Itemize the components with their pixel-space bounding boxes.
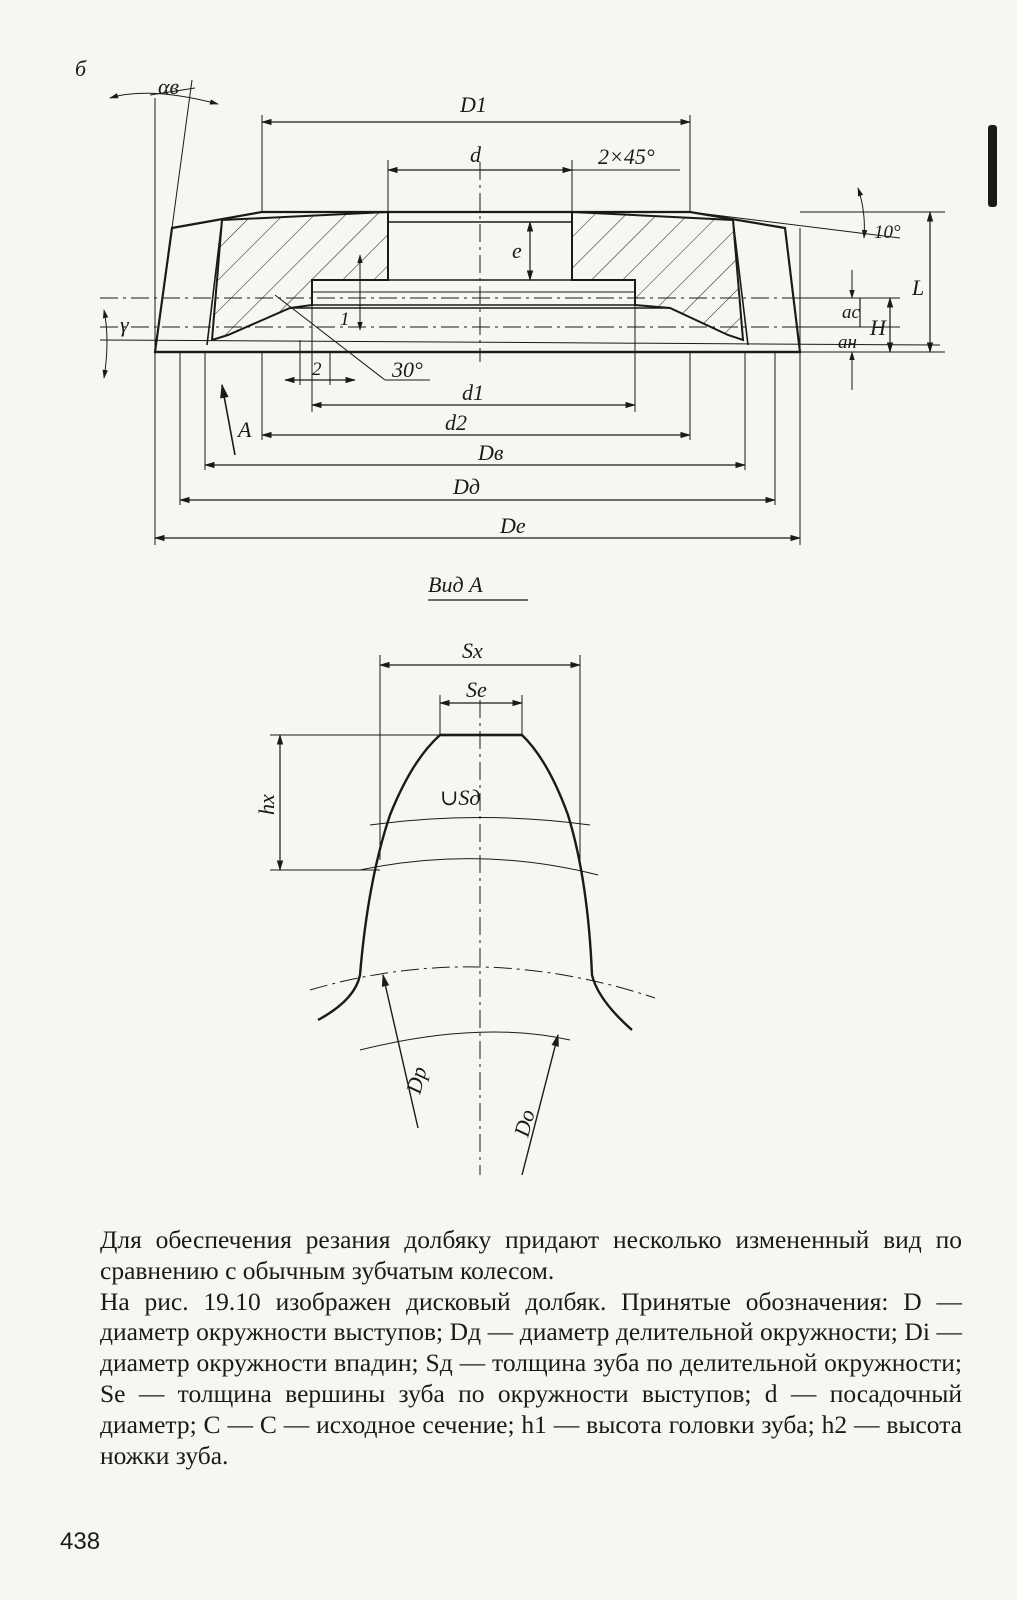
scan-edge-mark (988, 125, 997, 207)
Dd-label: Dд (452, 474, 480, 499)
two-label: 2 (312, 359, 322, 380)
tooth-view (270, 655, 656, 1176)
Sd-label: ∪Sд (440, 785, 481, 810)
angle-10-label: 10° (874, 222, 901, 243)
body-text: Для обеспечения резания долбяку придают … (100, 1225, 962, 1471)
Sx-label: Sx (462, 638, 483, 663)
gamma-label: γ (120, 312, 130, 337)
angle-30-label: 30° (391, 357, 423, 382)
a-n-label: aн (838, 332, 857, 353)
Do-label: Do (508, 1107, 539, 1140)
cutter-section-view (99, 79, 945, 545)
D1-label: D1 (459, 92, 487, 117)
hx-label: hx (254, 794, 279, 815)
technical-drawing: б αв D1 d 2×45° 10° e L γ ac aн H 1 2 30… (75, 56, 945, 1176)
chamfer-label: 2×45° (598, 144, 655, 169)
view-a-title: Вид A (428, 572, 483, 597)
tooth-profile (317, 733, 633, 1031)
d1-label: d1 (462, 380, 484, 405)
d-label: d (470, 142, 482, 167)
L-label: L (911, 275, 924, 300)
panel-letter: б (75, 56, 87, 81)
e-label: e (512, 238, 522, 263)
A-label: A (236, 417, 252, 442)
Se-label: Se (466, 677, 487, 702)
one-label: 1 (340, 309, 350, 330)
section-hatch-left (210, 210, 389, 342)
alpha-b-label: αв (158, 74, 180, 99)
d2-label: d2 (445, 410, 467, 435)
H-label: H (869, 315, 887, 340)
De-label: De (499, 513, 526, 538)
a-c-label: ac (842, 302, 861, 323)
paragraph-2: На рис. 19.10 изображен дисковый долбяк.… (100, 1286, 962, 1470)
section-hatch-right (571, 210, 745, 342)
paragraph-1: Для обеспечения резания долбяку придают … (100, 1225, 962, 1285)
page-number: 438 (60, 1528, 101, 1555)
Db-label: Dв (477, 440, 504, 465)
